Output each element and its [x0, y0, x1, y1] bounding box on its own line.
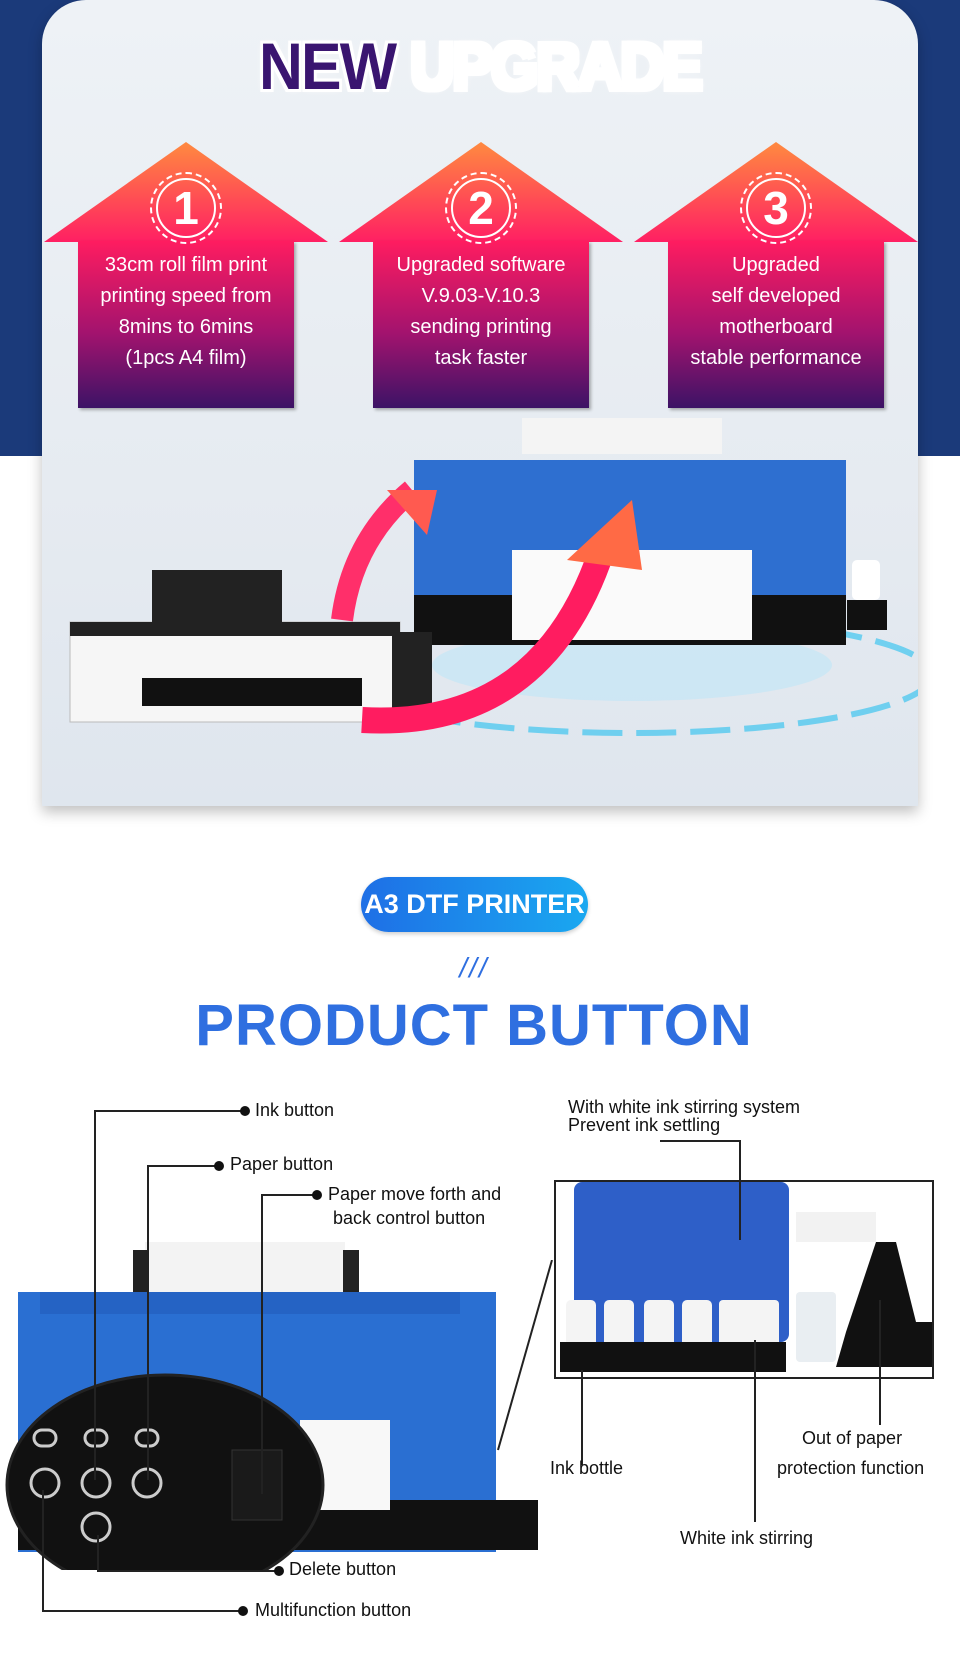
out-of-paper-label-line1: Out of paper — [802, 1428, 903, 1448]
feature-arrow-2: 2 Upgraded software V.9.03-V.10.3 sendin… — [339, 142, 623, 408]
ink-system-photo — [560, 1182, 932, 1372]
product-badge: A3 DTF PRINTER — [361, 877, 588, 932]
ink-system-detail-frame — [554, 1180, 934, 1379]
ink-bottle-label: Ink bottle — [550, 1458, 624, 1478]
section-title: PRODUCT BUTTON — [195, 993, 753, 1058]
printer-comparison-illustration — [69, 418, 918, 736]
white-ink-stirring-label: White ink stirring — [680, 1528, 814, 1548]
paper-move-label-line2: back control button — [333, 1208, 486, 1228]
paper-button-label: Paper button — [230, 1154, 334, 1174]
hero-title: NEW UPGRADE — [259, 29, 703, 103]
decor-slashes: /// — [459, 952, 489, 983]
multifunction-button-label: Multifunction button — [255, 1600, 412, 1620]
stirring-system-label-line2: Prevent ink settling — [568, 1115, 721, 1135]
printer-buttons-illustration — [5, 1242, 538, 1570]
delete-button-label: Delete button — [289, 1559, 397, 1579]
paper-move-label-line1: Paper move forth and — [328, 1184, 502, 1204]
feature-arrow-3: 3 Upgraded self developed motherboard st… — [634, 142, 918, 408]
out-of-paper-label-line2: protection function — [777, 1458, 925, 1478]
stirring-system-label-line1: With white ink stirring system — [568, 1097, 801, 1117]
ink-button-label: Ink button — [255, 1100, 335, 1120]
feature-arrow-1: 1 33cm roll film print printing speed fr… — [44, 142, 328, 408]
